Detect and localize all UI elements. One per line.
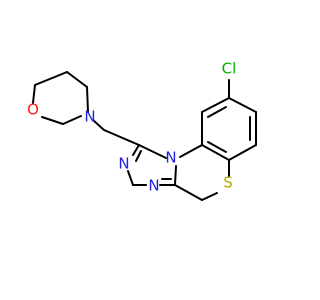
ring-nitrogen-atom-label: N [165,149,176,167]
bond [207,141,227,153]
bond [92,119,105,131]
bond [201,192,218,201]
bond [174,184,203,201]
bond [86,86,89,113]
bond [138,144,167,159]
morpholine-oxygen-label: O [27,101,39,119]
bond [62,115,82,125]
bond [174,165,177,186]
bond [201,97,230,113]
bond-group [32,71,257,201]
bond [207,106,227,118]
bond [32,84,36,104]
bond [34,71,68,86]
triazole-nitrogen-left-label: N [118,155,129,173]
bond [228,97,257,113]
bond [132,144,140,156]
bond [127,170,134,186]
morpholine-nitrogen-label: N [84,108,95,126]
chlorine-atom-label: Cl [222,60,237,78]
sulfur-atom-label: S [223,174,233,192]
bond [66,71,88,88]
bond [228,144,257,161]
triazole-nitrogen-bottom-label: N [148,177,159,195]
molecule-structure: Cl S N N N N O [27,60,257,201]
bond [135,150,142,162]
bond [201,144,230,161]
bond [41,116,64,125]
molecule-canvas: Cl S N N N N O [27,59,257,201]
bond [103,129,140,146]
bond [179,144,203,158]
